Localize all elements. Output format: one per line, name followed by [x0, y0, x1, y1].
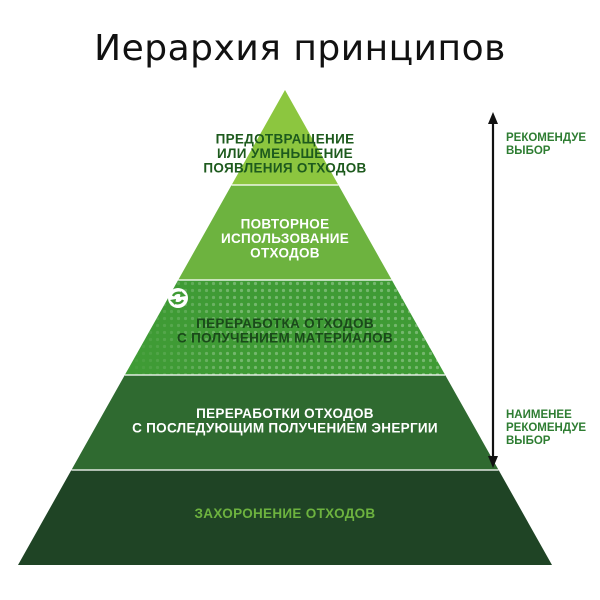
level-3-label-line: ПЕРЕРАБОТКА ОТХОДОВ: [196, 316, 374, 331]
level-1-label-line: ПОЯВЛЕНИЯ ОТХОДОВ: [203, 161, 366, 176]
level-2-label-line: ИСПОЛЬЗОВАНИЕ: [221, 231, 349, 246]
level-4-label-line: С ПОСЛЕДУЮЩИМ ПОЛУЧЕНИЕМ ЭНЕРГИИ: [132, 420, 438, 435]
page-title: Иерархия принципов: [94, 28, 506, 69]
pyramid-level-shape: [71, 375, 499, 470]
halftone-overlay: [124, 280, 446, 375]
most-recommended-label-line: ВЫБОР: [506, 145, 551, 157]
least-recommended-label-line: ВЫБОР: [506, 435, 551, 447]
recycle-icon: [168, 288, 188, 308]
pyramid-level-shape: [18, 470, 552, 565]
least-recommended-label-line: НАИМЕНЕЕ: [506, 409, 572, 421]
level-3-label-line: С ПОЛУЧЕНИЕМ МАТЕРИАЛОВ: [177, 330, 393, 345]
most-recommended-label-line: РЕКОМЕНДУЕ: [506, 132, 586, 144]
pyramid-level-shape: [231, 90, 339, 185]
pyramid-level-shape: [178, 185, 392, 280]
level-1-label-line: ПРЕДОТВРАЩЕНИЕ: [216, 132, 355, 147]
level-2-label-line: ПОВТОРНОЕ: [241, 217, 330, 232]
level-4-label-line: ПЕРЕРАБОТКИ ОТХОДОВ: [196, 406, 374, 421]
pyramid-level-5: ЗАХОРОНЕНИЕ ОТХОДОВ: [18, 469, 552, 565]
least-recommended-label-line: РЕКОМЕНДУЕ: [506, 422, 586, 434]
level-2-label-line: ОТХОДОВ: [250, 246, 320, 261]
double-arrow-icon: [488, 112, 498, 468]
level-1-label-line: ИЛИ УМЕНЬШЕНИЕ: [217, 146, 353, 161]
level-5-label-line: ЗАХОРОНЕНИЕ ОТХОДОВ: [195, 506, 376, 521]
